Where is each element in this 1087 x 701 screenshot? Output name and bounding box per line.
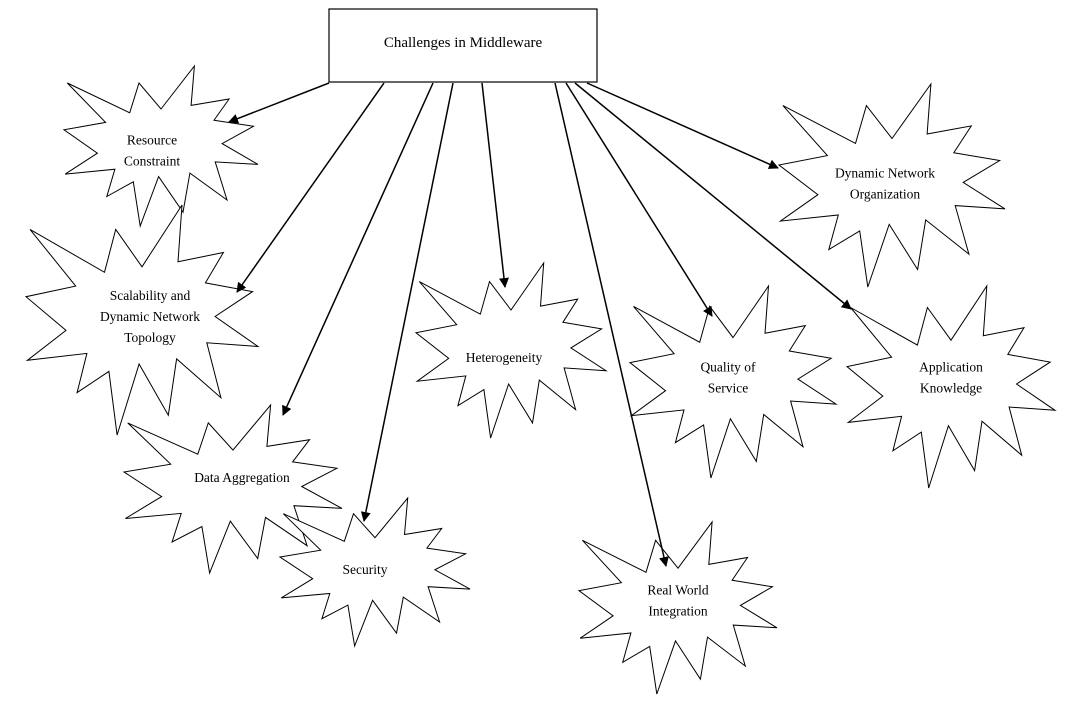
arrow-to-data-aggregation <box>282 82 434 416</box>
explosion-shape <box>577 520 778 695</box>
title-label: Challenges in Middleware <box>384 35 543 51</box>
arrow-to-real-world-integration <box>554 82 669 567</box>
node-label-line: Dynamic Network <box>835 166 935 181</box>
arrow-to-quality-of-service <box>565 82 713 317</box>
explosion-shape <box>845 284 1057 489</box>
node-label-line: Resource <box>127 133 177 148</box>
arrow-to-dynamic-network-organization <box>586 82 779 169</box>
explosion-shape <box>278 496 471 648</box>
node-label-line: Dynamic Network <box>100 309 200 324</box>
node-label-line: Organization <box>850 187 920 202</box>
arrow-to-application-knowledge <box>574 82 852 310</box>
explosion-shape <box>24 204 260 436</box>
arrow-to-scalability <box>236 82 385 293</box>
title-node: Challenges in Middleware <box>328 8 598 83</box>
node-label-line: Scalability and <box>110 288 191 303</box>
explosion-shape <box>777 82 1006 288</box>
node-label-line: Quality of <box>700 360 756 375</box>
explosion-shape <box>122 403 343 575</box>
node-heterogeneity: Heterogeneity <box>414 261 608 439</box>
node-label-line: Security <box>343 562 388 577</box>
node-label-line: Application <box>919 360 983 375</box>
node-label-line: Knowledge <box>920 381 982 396</box>
node-quality-of-service: Quality of Service <box>628 284 838 479</box>
explosion-shape <box>62 64 259 228</box>
node-label-line: Integration <box>648 604 707 619</box>
node-security: Security <box>278 496 471 648</box>
arrow-to-security <box>360 82 454 522</box>
arrow-to-resource-constraint <box>228 82 330 124</box>
node-label-line: Service <box>708 381 748 396</box>
explosion-shape <box>414 261 608 439</box>
node-label-line: Heterogeneity <box>466 350 543 365</box>
arrow-to-heterogeneity <box>481 82 509 288</box>
node-label-line: Topology <box>124 330 176 345</box>
explosion-shape <box>628 284 838 479</box>
node-label-line: Constraint <box>124 154 180 169</box>
node-label-line: Real World <box>647 583 709 598</box>
node-label-line: Data Aggregation <box>194 470 290 485</box>
title-box <box>328 8 598 83</box>
node-data-aggregation: Data Aggregation <box>122 403 343 575</box>
